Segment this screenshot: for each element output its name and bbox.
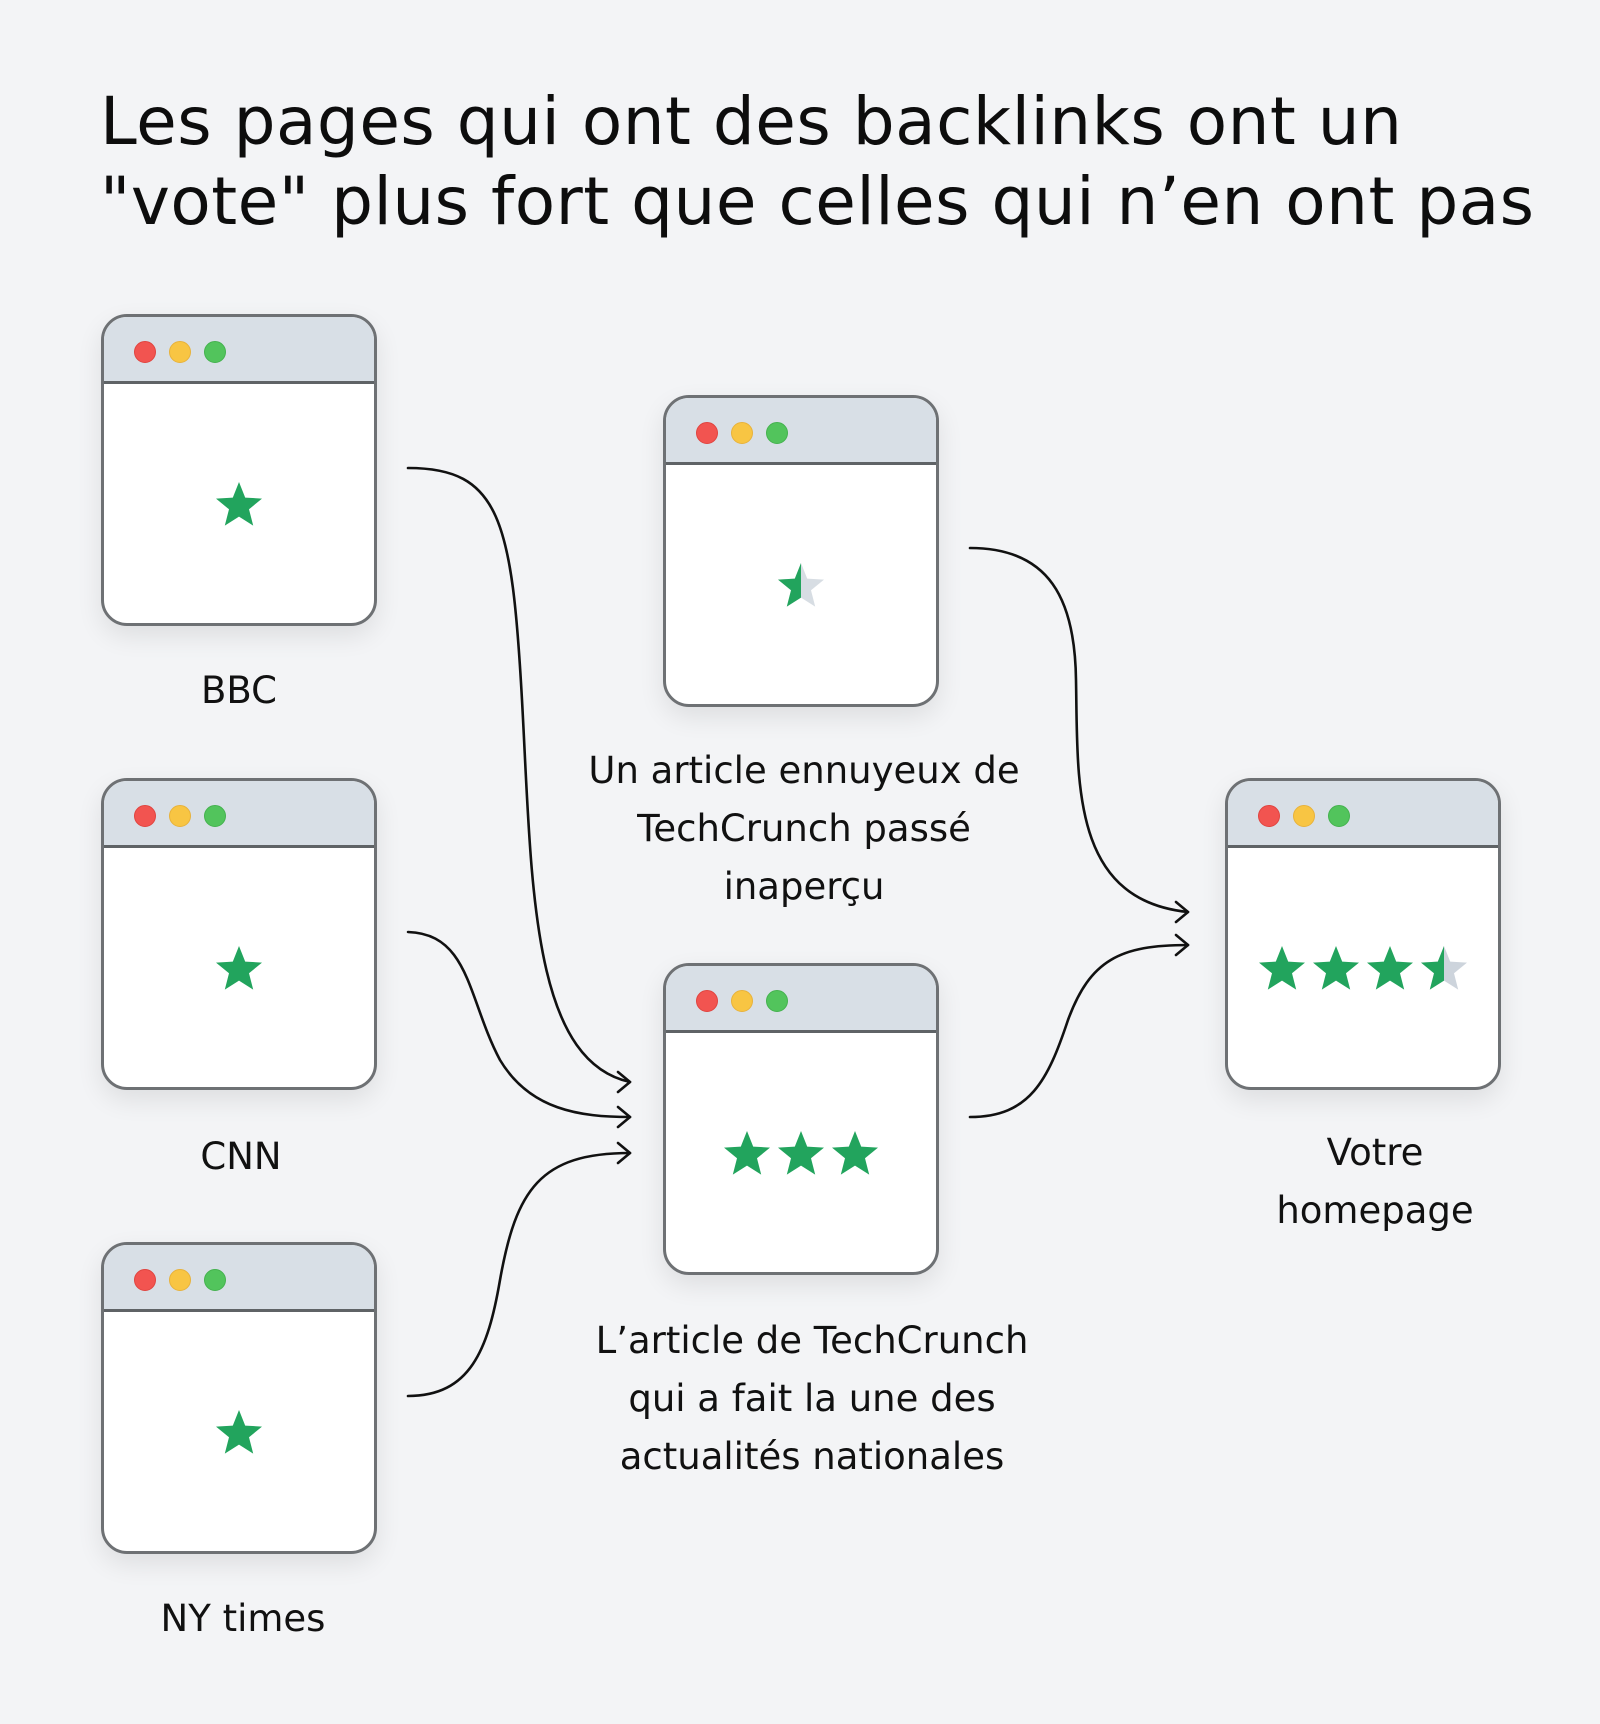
- minimize-dot-icon: [169, 341, 191, 363]
- source-label-cnn: CNN: [200, 1135, 282, 1178]
- maximize-dot-icon: [766, 422, 788, 444]
- half-star-icon: [1421, 945, 1467, 990]
- minimize-dot-icon: [731, 422, 753, 444]
- close-dot-icon: [134, 1269, 156, 1291]
- star-icon: [724, 1130, 770, 1175]
- minimize-dot-icon: [731, 990, 753, 1012]
- minimize-dot-icon: [169, 1269, 191, 1291]
- star-icon: [778, 1130, 824, 1175]
- close-dot-icon: [1258, 805, 1280, 827]
- star-icon: [1259, 945, 1305, 990]
- window-titlebar: [104, 317, 374, 384]
- window-titlebar: [666, 398, 936, 465]
- page-title: Les pages qui ont des backlinks ont un "…: [100, 82, 1580, 242]
- rating-half-star: [776, 561, 826, 609]
- minimize-dot-icon: [169, 805, 191, 827]
- minimize-dot-icon: [1293, 805, 1315, 827]
- featured-article-label: L’article de TechCrunch qui a fait la un…: [595, 1319, 1029, 1478]
- source-label-nytimes: NY times: [160, 1597, 326, 1640]
- star-icon: [1367, 945, 1413, 990]
- window-titlebar: [104, 781, 374, 848]
- source-label-bbc: BBC: [201, 669, 277, 712]
- maximize-dot-icon: [766, 990, 788, 1012]
- boring-article-window: [663, 395, 939, 707]
- close-dot-icon: [696, 990, 718, 1012]
- window-titlebar: [1228, 781, 1498, 848]
- maximize-dot-icon: [204, 341, 226, 363]
- homepage-window: [1225, 778, 1501, 1090]
- rating-3-stars: [722, 1129, 880, 1177]
- maximize-dot-icon: [1328, 805, 1350, 827]
- title-line-1: Les pages qui ont des backlinks ont un: [100, 83, 1403, 160]
- close-dot-icon: [134, 805, 156, 827]
- arrow-cnn-to-featured: [406, 930, 632, 1119]
- featured-article-window: [663, 963, 939, 1275]
- star-icon: [216, 945, 262, 990]
- rating-3-5-stars: [1257, 944, 1469, 992]
- source-window-cnn: [101, 778, 377, 1090]
- maximize-dot-icon: [204, 1269, 226, 1291]
- star-icon: [216, 481, 262, 526]
- star-icon: [216, 1409, 262, 1454]
- window-titlebar: [104, 1245, 374, 1312]
- star-icon: [832, 1130, 878, 1175]
- arrow-featured-to-homepage: [968, 943, 1190, 1119]
- boring-article-label: Un article ennuyeux de TechCrunch passé …: [588, 749, 1020, 908]
- rating-1-star: [214, 944, 264, 992]
- window-titlebar: [666, 966, 936, 1033]
- rating-1-star: [214, 1408, 264, 1456]
- source-window-nytimes: [101, 1242, 377, 1554]
- star-icon: [1313, 945, 1359, 990]
- rating-1-star: [214, 480, 264, 528]
- source-window-bbc: [101, 314, 377, 626]
- homepage-label: Votre homepage: [1276, 1131, 1474, 1232]
- close-dot-icon: [696, 422, 718, 444]
- close-dot-icon: [134, 341, 156, 363]
- title-line-2: "vote" plus fort que celles qui n’en ont…: [100, 163, 1535, 240]
- half-star-icon: [778, 562, 824, 607]
- maximize-dot-icon: [204, 805, 226, 827]
